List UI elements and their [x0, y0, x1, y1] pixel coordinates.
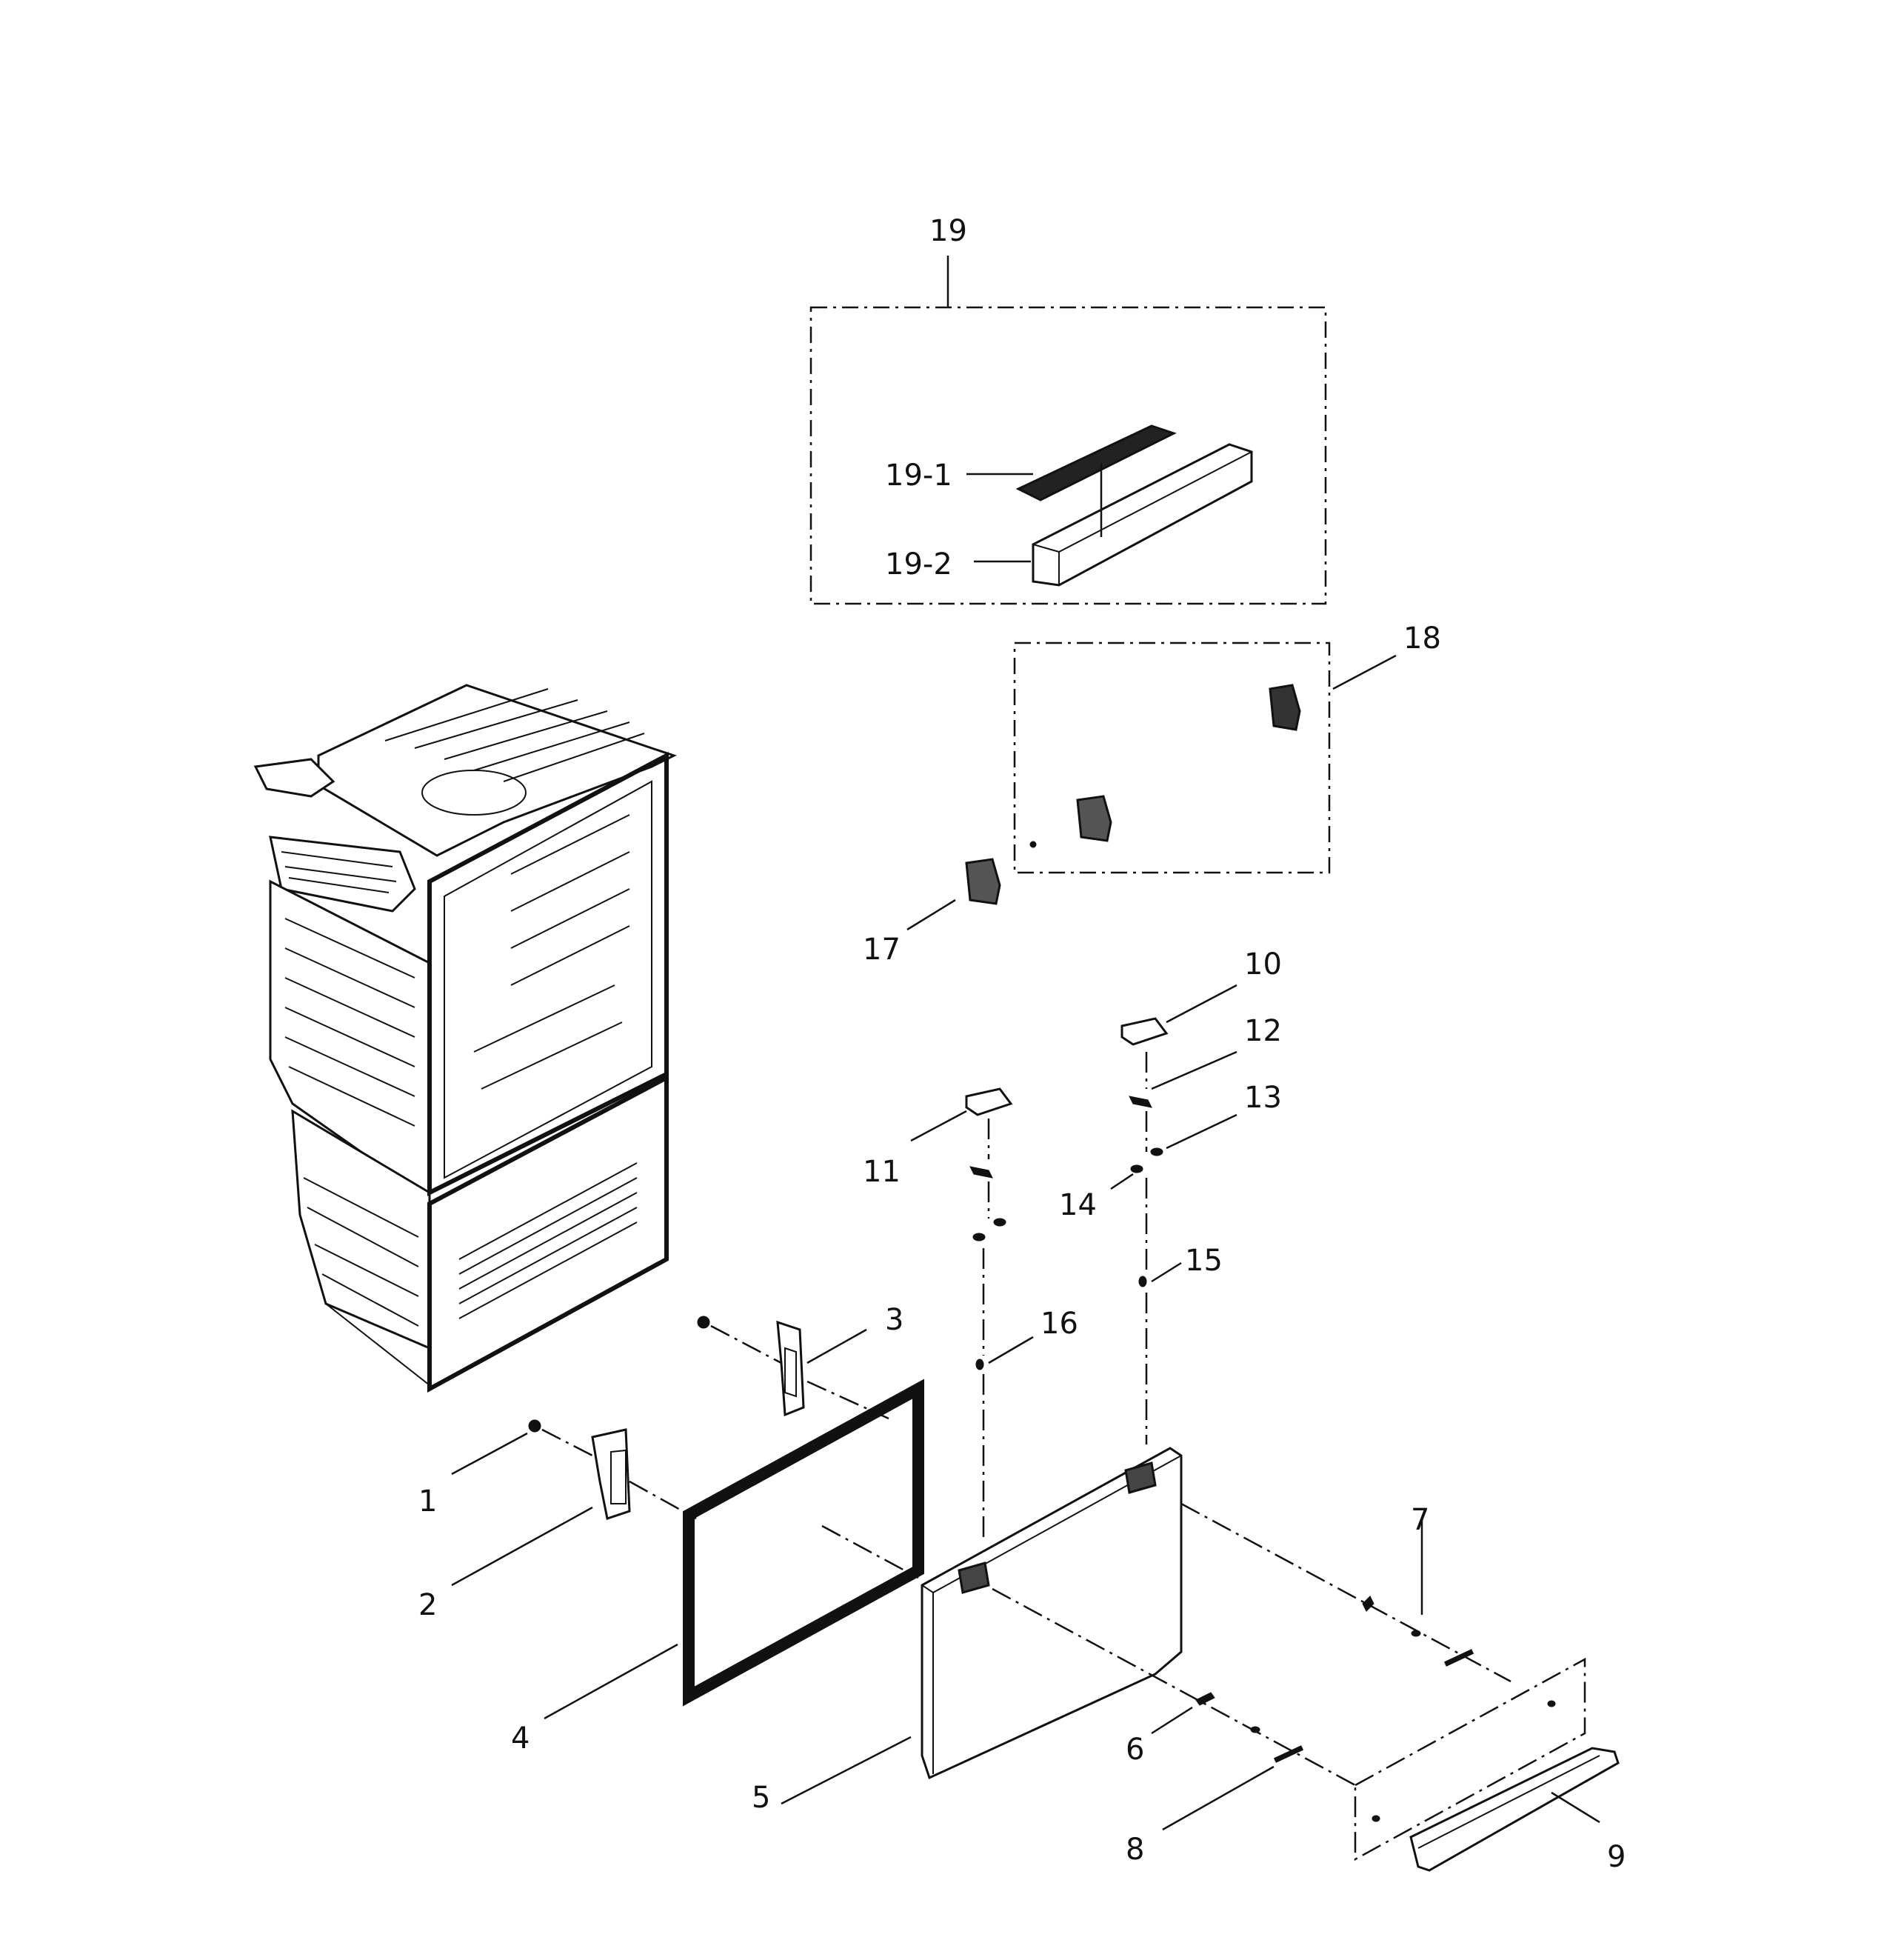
label-17: 17 — [863, 933, 901, 967]
label-7: 7 — [1411, 1503, 1429, 1537]
part-3-bracket — [776, 1320, 805, 1417]
part-19-1-cover — [1015, 424, 1177, 501]
part-17-hinge — [965, 858, 1001, 905]
label-3: 3 — [885, 1303, 903, 1337]
part-19-box — [809, 306, 1327, 605]
part-1-screw — [528, 1419, 541, 1433]
refrigerator-cabinet — [253, 684, 677, 1393]
label-1: 1 — [418, 1484, 437, 1519]
label-13: 13 — [1244, 1081, 1282, 1115]
label-9: 9 — [1607, 1840, 1626, 1874]
part-18-group — [1013, 641, 1397, 874]
label-19-1: 19-1 — [885, 459, 952, 493]
part-18-box — [1013, 641, 1331, 874]
label-11: 11 — [863, 1155, 901, 1189]
label-10: 10 — [1244, 947, 1282, 981]
part-8-strip — [1273, 1745, 1304, 1763]
part-16-bushing — [975, 1359, 984, 1370]
label-14: 14 — [1059, 1188, 1097, 1222]
part-5-door — [921, 1447, 1183, 1780]
part-11-pin — [969, 1166, 993, 1179]
part-12-pin — [1129, 1096, 1152, 1108]
label-12: 12 — [1244, 1014, 1282, 1048]
label-2: 2 — [418, 1588, 437, 1622]
label-6: 6 — [1126, 1733, 1144, 1767]
part-3-screw — [697, 1316, 710, 1329]
part-10-cap — [1120, 1017, 1169, 1046]
part-15-bushing — [1138, 1276, 1147, 1287]
label-4: 4 — [511, 1721, 530, 1756]
label-18: 18 — [1403, 621, 1441, 656]
part-19-group — [809, 256, 1327, 605]
part-6-pin — [1195, 1692, 1215, 1706]
label-5: 5 — [752, 1781, 770, 1815]
label-16: 16 — [1040, 1307, 1078, 1341]
part-7-pin — [1362, 1596, 1374, 1612]
part-4-gasket — [683, 1379, 924, 1707]
part-18-hinge-lower — [1076, 795, 1112, 842]
label-15: 15 — [1185, 1244, 1223, 1278]
part-11-cap — [965, 1087, 1013, 1116]
part-9-handle — [1354, 1657, 1620, 1872]
part-18-hinge-upper — [1269, 684, 1301, 731]
part-labels: 19 19-1 19-2 18 17 10 12 13 11 14 15 16 … — [418, 214, 1626, 1874]
label-19-2: 19-2 — [885, 547, 952, 581]
part-14-washer — [1130, 1164, 1143, 1173]
label-19: 19 — [929, 214, 967, 248]
part-13-washer — [1150, 1147, 1163, 1156]
label-8: 8 — [1126, 1833, 1144, 1867]
